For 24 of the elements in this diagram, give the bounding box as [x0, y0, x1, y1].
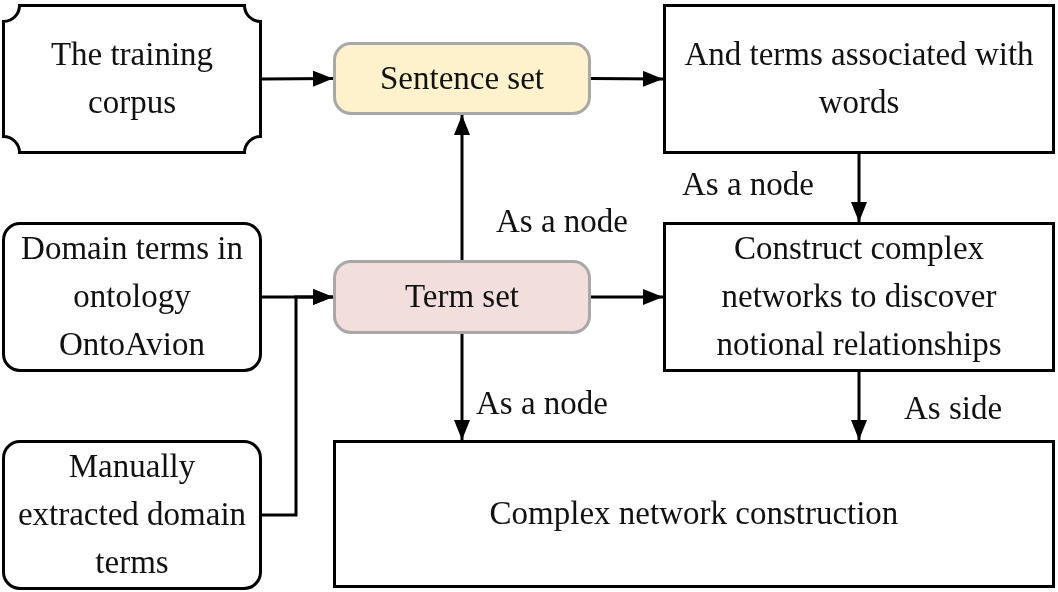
- arrow: [591, 70, 663, 87]
- arrow: [262, 70, 333, 87]
- node-label: And terms associated with words: [683, 35, 1035, 122]
- node-label: Domain terms in ontology OntoAvion: [20, 229, 244, 364]
- arrow: [851, 372, 867, 440]
- process-box: [333, 42, 591, 115]
- corpus-shape: [2, 4, 262, 154]
- arrow: [262, 289, 333, 517]
- arrow: [454, 115, 470, 260]
- process-box: [333, 260, 591, 334]
- node-label: Manually extracted domain terms: [16, 447, 248, 582]
- node-label: Sentence set: [380, 58, 544, 98]
- arrow: [591, 289, 663, 305]
- process-box: [2, 222, 262, 372]
- arrow: [454, 334, 470, 440]
- process-box: [663, 4, 1055, 154]
- node-label: Construct complex networks to discover notional relationships: [715, 229, 1003, 364]
- node-label: The training corpus: [49, 35, 215, 122]
- process-box: [2, 440, 262, 590]
- node-label: Term set: [404, 277, 520, 317]
- arrow: [851, 154, 867, 222]
- process-box: [663, 222, 1055, 372]
- node-label: Complex network construction: [489, 494, 899, 534]
- process-box: [333, 440, 1055, 588]
